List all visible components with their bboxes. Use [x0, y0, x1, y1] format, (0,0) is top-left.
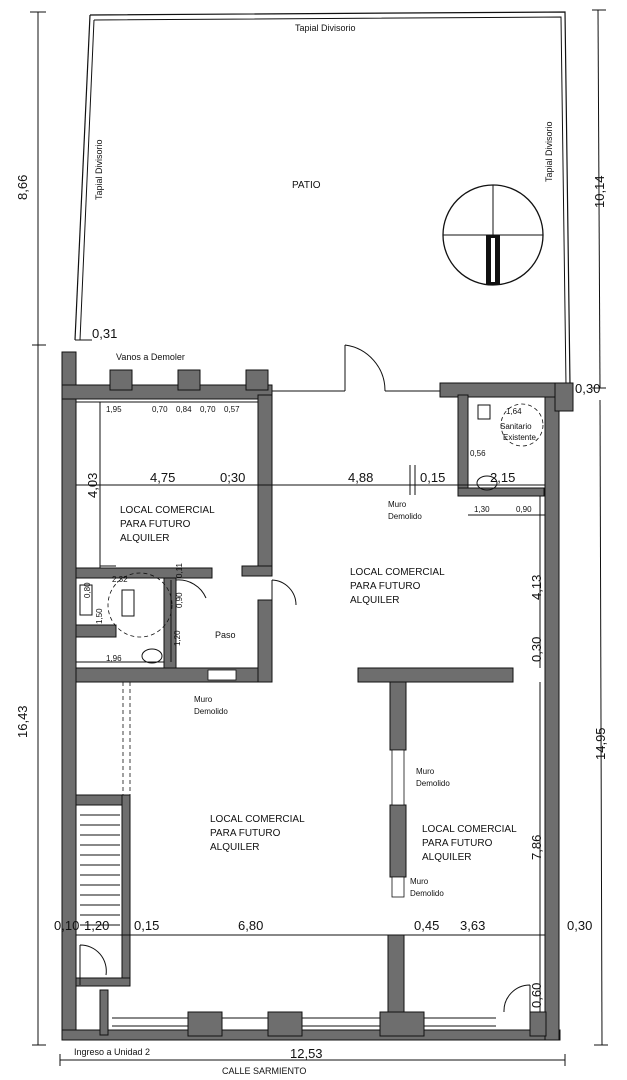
dim-070a: 0,70	[152, 405, 168, 414]
local-c-line1: LOCAL COMERCIAL	[210, 814, 305, 825]
local-d-line1: LOCAL COMERCIAL	[422, 824, 517, 835]
dim-030-top: 0,30	[575, 381, 600, 396]
muro-demolido-2-line2: Demolido	[194, 707, 228, 716]
dim-015b: 0,15	[134, 918, 159, 933]
muro-demolido-1-line2: Demolido	[388, 512, 422, 521]
local-a-line1: LOCAL COMERCIAL	[120, 505, 215, 516]
tapial-right-label: Tapial Divisorio	[544, 121, 554, 182]
existente-label: Existente	[503, 433, 536, 442]
dim-084: 0,84	[176, 405, 192, 414]
tapial-left-label: Tapial Divisorio	[94, 139, 104, 200]
patio-boundary	[74, 11, 571, 386]
dim-015: 0,15	[420, 470, 445, 485]
internal-dimension-lines	[76, 401, 545, 1012]
local-b-line2: PARA FUTURO	[350, 581, 421, 592]
muro-demolido-4-line2: Demolido	[410, 889, 444, 898]
dim-120: 1,20	[173, 630, 182, 646]
dim-164: 1,64	[506, 407, 522, 416]
sanitario-label: Sanitario	[500, 422, 532, 431]
dim-030-mid: 0;30	[220, 470, 245, 485]
external-dimension-lines	[30, 9, 608, 1066]
dim-070b: 0,70	[200, 405, 216, 414]
dim-403: 4,03	[85, 473, 100, 498]
dim-130: 1,30	[474, 505, 490, 514]
dim-413: 4,13	[529, 575, 544, 600]
muro-demolido-1-line1: Muro	[388, 500, 407, 509]
dim-195: 1,95	[106, 405, 122, 414]
stairs	[80, 814, 120, 926]
dim-1495: 14,95	[593, 727, 608, 760]
muro-demolido-3-line1: Muro	[416, 767, 435, 776]
doors	[79, 344, 531, 1013]
dim-090: 0,90	[516, 505, 532, 514]
dim-080: 0,80	[83, 582, 92, 598]
dim-1643: 16,43	[15, 705, 30, 738]
tapial-top-label: Tapial Divisorio	[295, 23, 356, 33]
dim-150: 1,50	[95, 608, 104, 624]
walls	[61, 351, 574, 1041]
local-b-line3: ALQUILER	[350, 595, 399, 606]
vanos-label: Vanos a Demoler	[116, 352, 185, 362]
windows	[112, 390, 496, 1027]
paso-label: Paso	[215, 630, 236, 640]
dim-045: 0,45	[414, 918, 439, 933]
local-d-line2: PARA FUTURO	[422, 838, 493, 849]
dim-090b: 0,90	[175, 592, 184, 608]
dim-232: 2,32	[112, 575, 128, 584]
muro-demolido-3-line2: Demolido	[416, 779, 450, 788]
dim-1014: 10,14	[592, 175, 607, 208]
calle-label: CALLE SARMIENTO	[222, 1066, 306, 1076]
dim-488: 4,88	[348, 470, 373, 485]
dim-475: 4,75	[150, 470, 175, 485]
north-arrow-icon	[442, 184, 544, 286]
dim-196: 1,96	[106, 654, 122, 663]
muro-demolido-4-line1: Muro	[410, 877, 429, 886]
local-b-line1: LOCAL COMERCIAL	[350, 567, 445, 578]
dim-680: 6,80	[238, 918, 263, 933]
ingreso-label: Ingreso a Unidad 2	[74, 1047, 150, 1057]
dim-786: 7,86	[529, 835, 544, 860]
dim-057: 0,57	[224, 405, 240, 414]
dim-010: 0,10	[54, 918, 79, 933]
dim-120b: 1,20	[84, 918, 109, 933]
dim-011: 0,11	[175, 562, 184, 578]
fixtures	[79, 403, 544, 664]
local-a-line3: ALQUILER	[120, 533, 169, 544]
local-d-line3: ALQUILER	[422, 852, 471, 863]
muro-demolido-2-line1: Muro	[194, 695, 213, 704]
dim-1253: 12,53	[290, 1046, 323, 1061]
dim-060: 0,60	[529, 983, 544, 1008]
local-c-line3: ALQUILER	[210, 842, 259, 853]
patio-label: PATIO	[292, 180, 321, 191]
dim-866: 8,66	[15, 175, 30, 200]
dim-215: 2,15	[490, 470, 515, 485]
dim-031: 0,31	[92, 326, 117, 341]
dim-030-right: 0,30	[529, 637, 544, 662]
dim-030-bot: 0,30	[567, 918, 592, 933]
local-a-line2: PARA FUTURO	[120, 519, 191, 530]
dim-363: 3,63	[460, 918, 485, 933]
dim-056: 0,56	[470, 449, 486, 458]
local-c-line2: PARA FUTURO	[210, 828, 281, 839]
